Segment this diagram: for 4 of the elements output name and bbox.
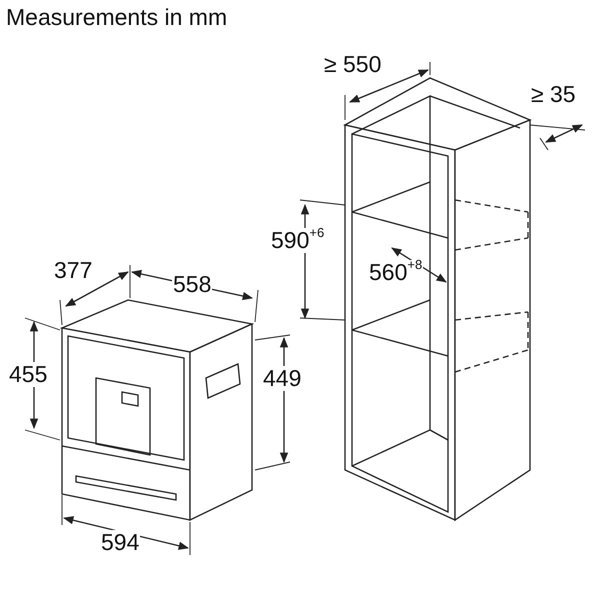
title: Measurements in mm (6, 4, 228, 31)
dimension-label: 590$^{+6}$ (270, 228, 326, 254)
dimension-label: 449 (262, 366, 302, 392)
dimension-label: 455 (8, 362, 48, 388)
